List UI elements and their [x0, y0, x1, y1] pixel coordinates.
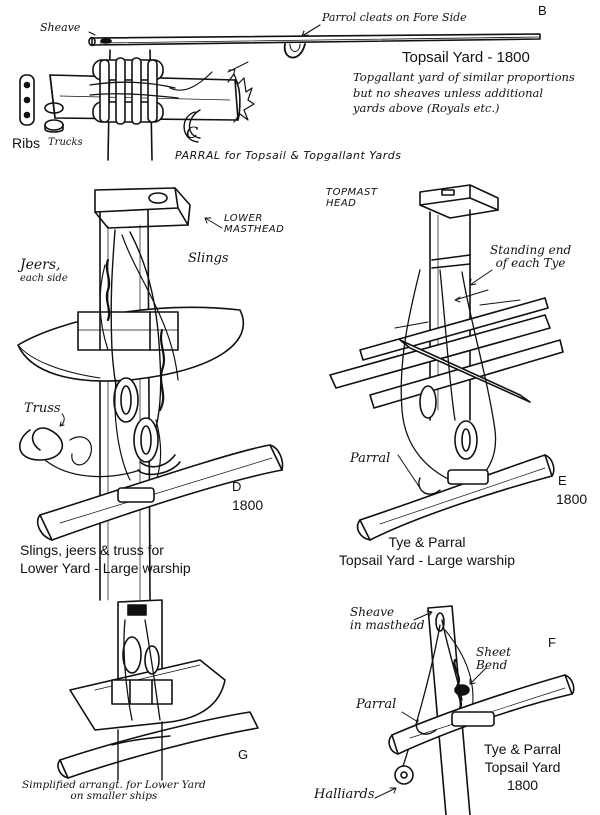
ribs-label: Ribs	[12, 135, 41, 151]
panel-d-caption: Slings, jeers & truss for Lower Yard - L…	[20, 542, 191, 576]
each-side-label: each side	[20, 273, 68, 284]
lower-masthead-drawing	[17, 187, 284, 601]
panel-g-caption: Simplified arrangt. for Lower Yard on sm…	[22, 779, 206, 803]
parral-yard-drawing	[19, 49, 255, 161]
topmast-head-label: TOPMAST HEAD	[326, 187, 378, 209]
lower-masthead-label: LOWER MASTHEAD	[224, 213, 285, 235]
parral-caption: PARRAL for Topsail & Topgallant Yards	[175, 149, 402, 162]
parral-label-e: Parral	[350, 451, 391, 466]
panel-d-letter: D	[232, 479, 242, 494]
panel-f-letter: F	[548, 635, 556, 650]
panel-e-year: 1800	[556, 491, 588, 507]
panel-f-caption: Tye & Parral Topsail Yard 1800	[484, 741, 562, 794]
standing-end-label: Standing end of each Tye	[490, 243, 572, 270]
tye-parral-yard-drawing	[374, 605, 575, 815]
simplified-lower-yard-drawing	[57, 599, 259, 781]
slings-label: Slings	[188, 251, 229, 266]
topmast-head-drawing	[329, 184, 564, 541]
panel-d-year: 1800	[232, 497, 264, 513]
sheet-bend-label: Sheet Bend	[476, 645, 511, 672]
truss-label: Truss	[24, 401, 61, 416]
panel-e-caption: Tye & Parral Topsail Yard - Large warshi…	[338, 534, 516, 568]
trucks-label: Trucks	[48, 137, 83, 148]
panel-b-letter: B	[538, 3, 547, 18]
panel-b-note: Topgallant yard of similar proportions b…	[353, 70, 575, 116]
parral-label-f: Parral	[356, 697, 397, 712]
halliards-label: Halliards	[314, 787, 375, 802]
panel-b-title: Topsail Yard - 1800	[402, 49, 530, 66]
c-letter: C	[186, 123, 199, 142]
panel-g-letter: G	[238, 747, 249, 762]
topsail-yard-drawing	[88, 24, 541, 59]
sheave-label: Sheave	[40, 21, 81, 34]
jeers-label: Jeers,	[20, 257, 61, 273]
parrol-cleats-label: Parrol cleats on Fore Side	[322, 11, 467, 24]
sheave-masthead-label: Sheave in masthead	[350, 605, 425, 632]
panel-e-letter: E	[558, 473, 567, 488]
